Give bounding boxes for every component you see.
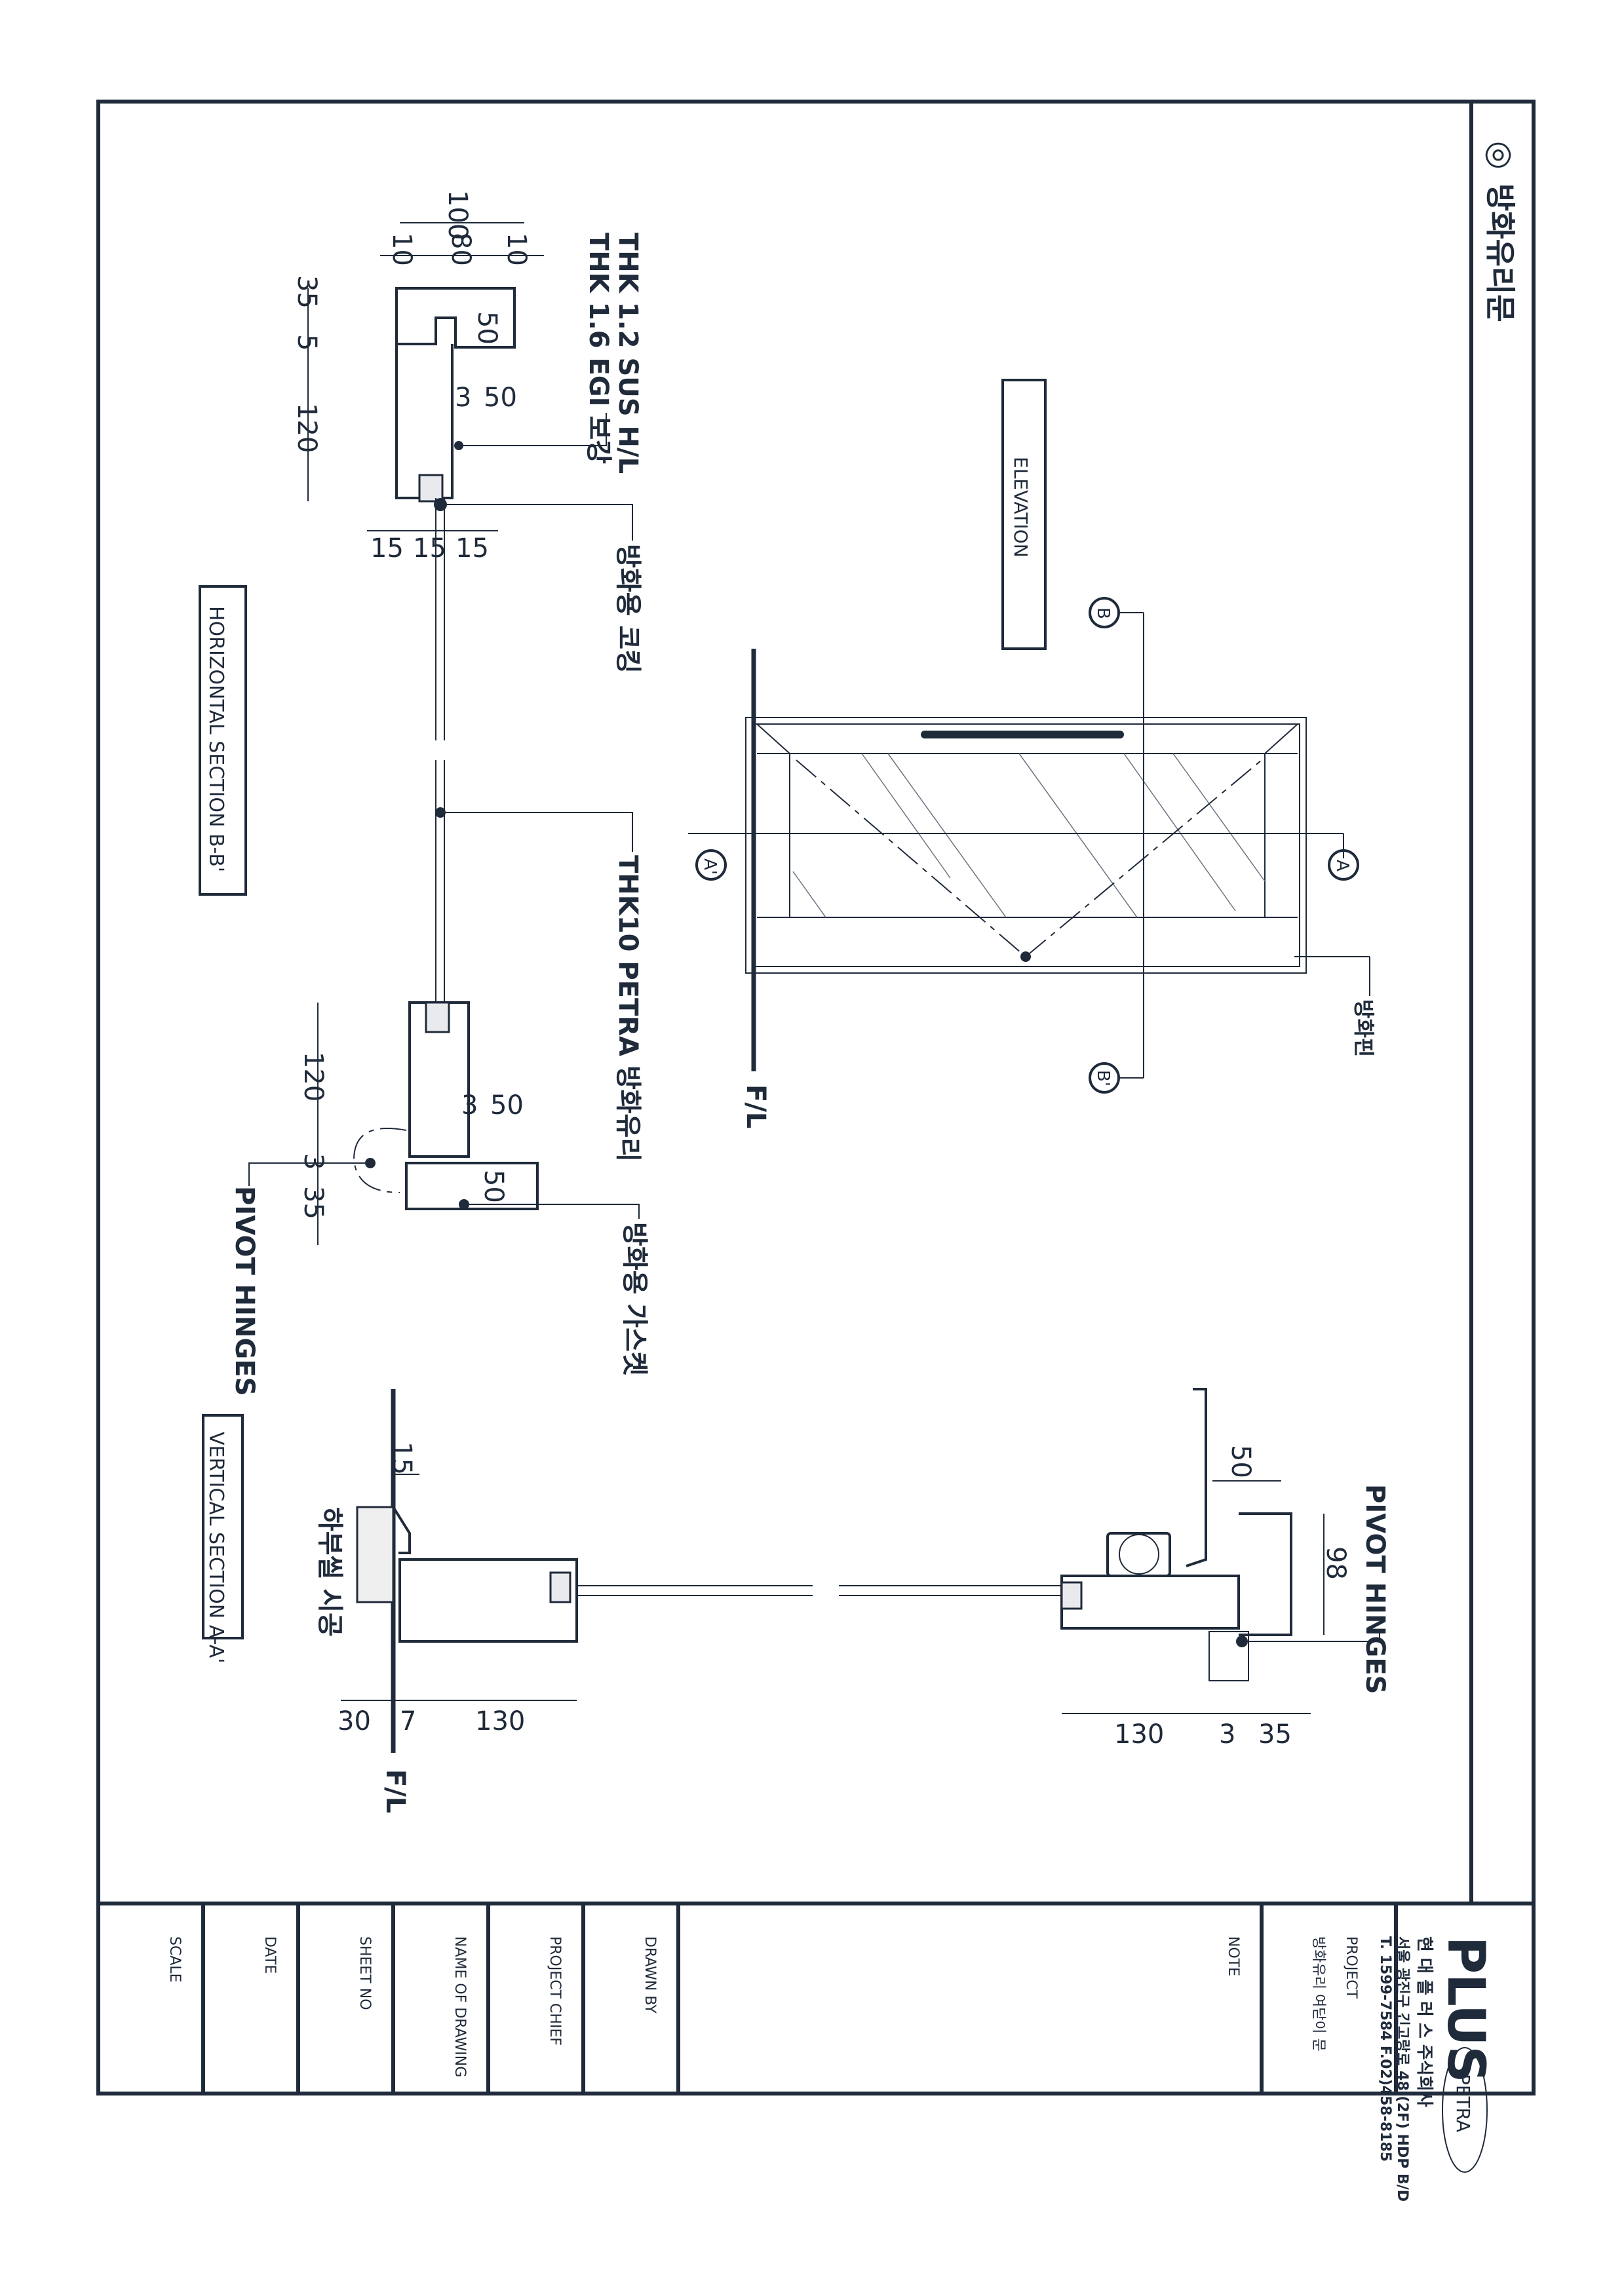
door-handle bbox=[921, 731, 1124, 738]
hs-dim-120-top: 120 bbox=[292, 403, 322, 453]
hs-dim-35: 35 bbox=[292, 275, 322, 309]
vs-dim-130-top: 130 bbox=[1114, 1719, 1164, 1750]
field-sheet-no: SHEET NO bbox=[357, 1936, 373, 2010]
elevation-label-box bbox=[1001, 379, 1047, 650]
floor-line-label: F/L bbox=[741, 1084, 771, 1128]
section-marker-a-prime-label: A' bbox=[700, 858, 720, 875]
elevation-label: ELEVATION bbox=[1010, 457, 1032, 558]
field-date: DATE bbox=[261, 1936, 278, 1974]
vs-dim-50: 50 bbox=[1226, 1445, 1256, 1478]
section-marker-b-prime-label: B' bbox=[1093, 1070, 1113, 1086]
hs-dim-15-a: 15 bbox=[370, 533, 404, 564]
hs-dim-100: 100 bbox=[442, 190, 473, 240]
project-label: PROJECT bbox=[1343, 1936, 1359, 1999]
vs-pivot-hinges-label: PIVOT HINGES bbox=[1360, 1484, 1390, 1694]
field-drawn-by: DRAWN BY bbox=[642, 1936, 658, 2014]
vs-dim-130-bottom: 130 bbox=[475, 1706, 525, 1736]
caulking-label: 방화용 코킹 bbox=[613, 544, 643, 674]
pivot-hinges-label: PIVOT HINGES bbox=[229, 1186, 260, 1396]
vs-floor-line-label: F/L bbox=[380, 1769, 410, 1813]
vs-dim-98: 98 bbox=[1321, 1546, 1351, 1580]
hs-dim-80: 80 bbox=[446, 233, 476, 266]
hs-dim-50-bottom-mid: 50 bbox=[490, 1090, 524, 1120]
title-block: PLUS PETRA 현 대 플 러 스 주식회사 서울 광진구 긴고랑로 48… bbox=[166, 1904, 1495, 2202]
bottom-seal-label: 하부씰 시공 bbox=[315, 1507, 345, 1637]
material-sus-label: THK 1.2 SUS H/L bbox=[613, 233, 643, 474]
hs-dim-120-bottom: 120 bbox=[298, 1052, 328, 1101]
hs-dim-50-frame: 50 bbox=[472, 311, 502, 345]
project-value: 방화유리 여닫이 문 bbox=[1310, 1936, 1326, 2052]
hs-dim-35-bottom: 35 bbox=[298, 1186, 328, 1219]
hs-dim-3-bottom: 3 bbox=[298, 1153, 328, 1170]
hs-dim-10-right: 10 bbox=[501, 233, 532, 266]
horizontal-section-label: HORIZONTAL SECTION B-B' bbox=[204, 606, 227, 872]
section-marker-a-label: A bbox=[1332, 860, 1352, 871]
section-marker-b-label: B bbox=[1093, 607, 1113, 619]
company-name: 현 대 플 러 스 주식회사 bbox=[1414, 1936, 1434, 2107]
field-name-of-drawing: NAME OF DRAWING bbox=[452, 1936, 468, 2077]
field-scale: SCALE bbox=[166, 1936, 183, 1983]
company-address: 서울 광진구 긴고랑로 48 (2F) HDP B/D bbox=[1394, 1936, 1410, 2202]
hs-dim-5: 5 bbox=[292, 334, 322, 351]
vs-dim-3-top: 3 bbox=[1219, 1719, 1235, 1750]
section-marker-a bbox=[1328, 849, 1359, 881]
gasket-label: 방화용 가스켓 bbox=[619, 1222, 649, 1376]
fire-pin-label: 방화핀 bbox=[1351, 999, 1376, 1057]
logo-petra: PETRA bbox=[1452, 2074, 1474, 2132]
vs-dim-15: 15 bbox=[387, 1442, 417, 1475]
pivot-point bbox=[1020, 951, 1031, 962]
vs-dim-35-top: 35 bbox=[1258, 1719, 1292, 1750]
title-mark: ◎ bbox=[1482, 141, 1520, 170]
company-contact: T. 1599-7584 F.02)458-8185 bbox=[1377, 1936, 1393, 2162]
vertical-section: VERTICAL SECTION A-A' F/L 15 30 7 130 하부… bbox=[202, 1388, 1390, 1813]
note-label: NOTE bbox=[1225, 1936, 1241, 1976]
hs-dim-15-c: 15 bbox=[455, 533, 489, 564]
hs-dim-50-bottom-frame: 50 bbox=[478, 1170, 509, 1203]
hs-dim-50-mid: 50 bbox=[484, 383, 517, 413]
hs-dim-15-b: 15 bbox=[413, 533, 446, 564]
hs-dim-3-mid: 3 bbox=[455, 383, 471, 413]
section-marker-a-prime bbox=[695, 849, 727, 881]
elevation-view: ELEVATION F/L A A' B B' bbox=[688, 379, 1376, 1128]
vs-dim-7: 7 bbox=[400, 1706, 416, 1736]
hs-dim-10-left: 10 bbox=[387, 233, 417, 266]
material-egi-label: THK 1.6 EGI 보강 bbox=[583, 233, 613, 464]
vertical-section-label-box bbox=[202, 1414, 244, 1639]
glass-label: THK10 PETRA 방화유리 bbox=[613, 855, 643, 1162]
sheet-title: 방화유리문 bbox=[1482, 183, 1518, 322]
horizontal-section-label-box bbox=[199, 585, 247, 896]
logo-plus: PLUS bbox=[1436, 1936, 1495, 2083]
vertical-section-label: VERTICAL SECTION A-A' bbox=[204, 1432, 227, 1664]
horizontal-section: HORIZONTAL SECTION B-B' 100 10 80 10 35 … bbox=[199, 190, 649, 1396]
hs-dim-3-bottom-mid: 3 bbox=[461, 1090, 478, 1120]
vs-dim-30: 30 bbox=[338, 1706, 371, 1736]
field-project-chief: PROJECT CHIEF bbox=[547, 1936, 563, 2046]
logo-fish-icon bbox=[1442, 2047, 1488, 2173]
sheet-border bbox=[96, 100, 1536, 2095]
